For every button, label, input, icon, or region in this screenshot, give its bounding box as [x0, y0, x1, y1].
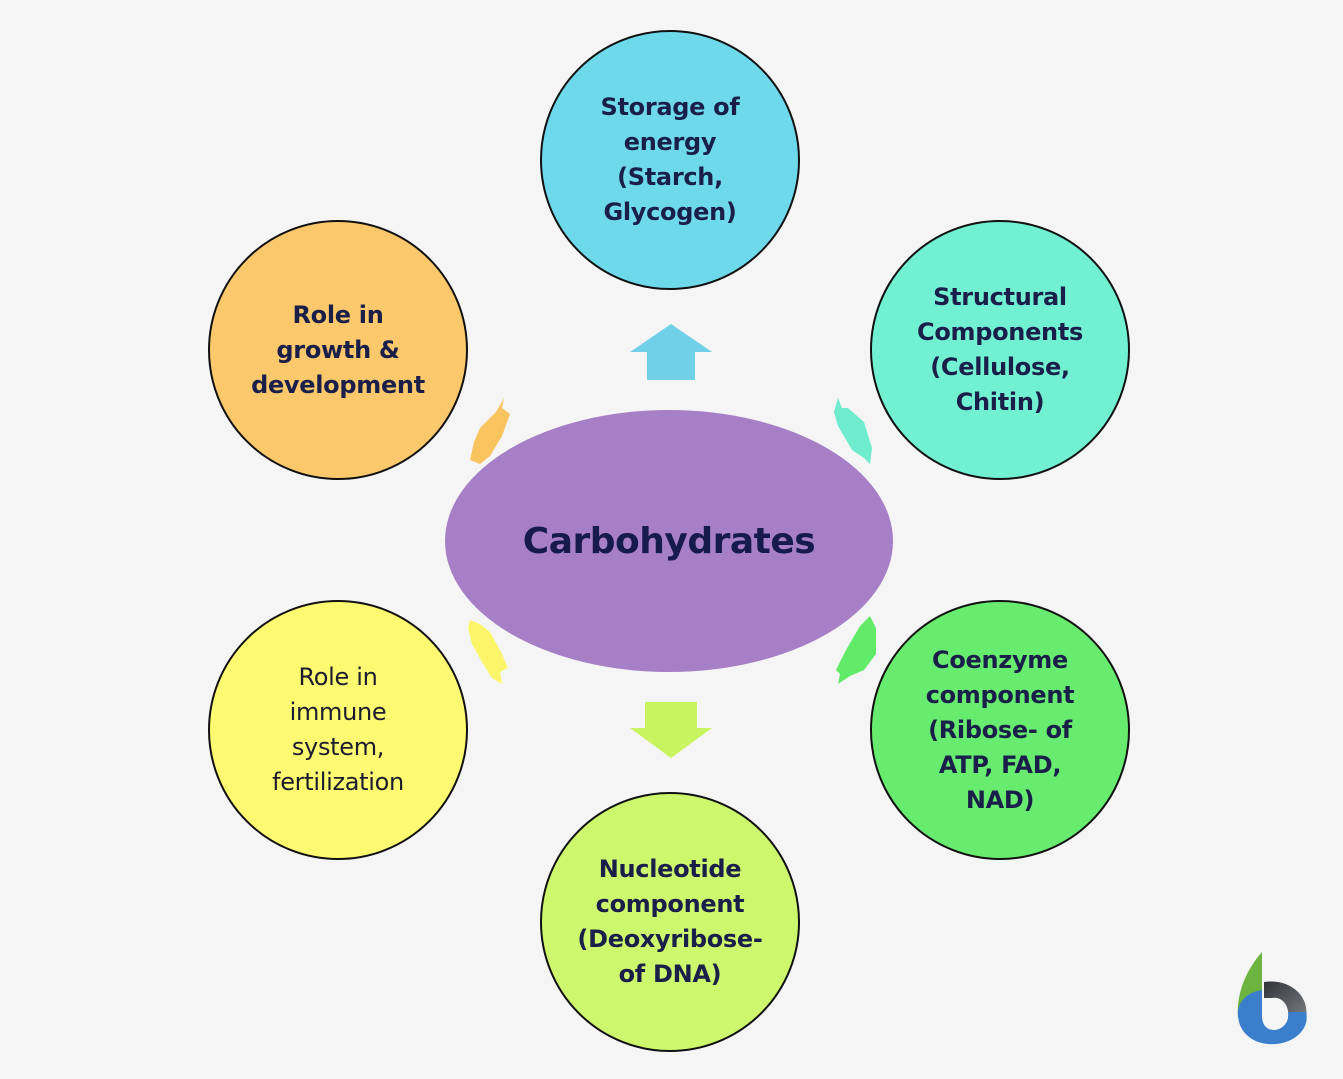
node-label: Nucleotide component (Deoxyribose- of DN… [577, 855, 763, 988]
arrow-upper-right-icon [834, 398, 872, 464]
node-growth-development-role: Role in growth & development [208, 220, 468, 480]
node-label: Structural Components (Cellulose, Chitin… [917, 283, 1083, 416]
node-coenzyme-component: Coenzyme component (Ribose- of ATP, FAD,… [870, 600, 1130, 860]
node-immune-system-role: Role in immune system, fertilization [208, 600, 468, 860]
node-label: Coenzyme component (Ribose- of ATP, FAD,… [925, 645, 1075, 814]
arrow-down-icon [630, 702, 712, 758]
center-label: Carbohydrates [522, 520, 816, 562]
arrow-up-icon [630, 324, 712, 380]
node-storage-of-energy: Storage of energy (Starch, Glycogen) [540, 30, 800, 290]
node-label: Storage of energy (Starch, Glycogen) [600, 93, 740, 226]
node-label: Role in immune system, fertilization [272, 663, 404, 796]
arrow-upper-left-icon [470, 398, 510, 464]
brand-logo-icon [1237, 952, 1307, 1045]
arrow-lower-left-icon [468, 620, 508, 684]
node-label: Role in growth & development [251, 300, 425, 399]
node-structural-components: Structural Components (Cellulose, Chitin… [870, 220, 1130, 480]
arrow-lower-right-icon [836, 616, 876, 684]
center-node-carbohydrates: Carbohydrates [445, 410, 893, 672]
node-nucleotide-component: Nucleotide component (Deoxyribose- of DN… [540, 792, 800, 1052]
